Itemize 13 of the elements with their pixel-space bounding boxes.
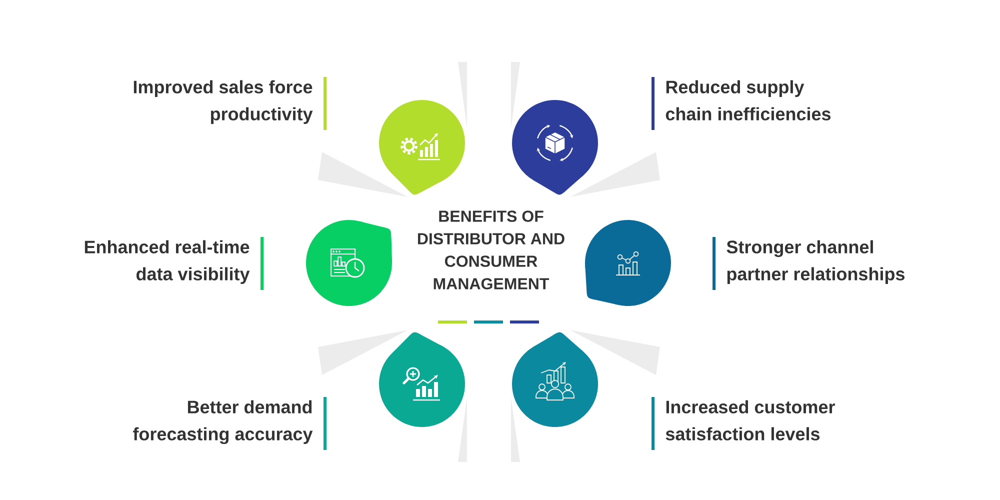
petal-shape (512, 100, 598, 195)
petal-shape (379, 332, 465, 427)
benefit-text: Improved sales force productivity (134, 80, 313, 124)
petal-shape (512, 332, 598, 427)
benefit-text: Enhanced real-time data visibility (84, 240, 250, 284)
title: BENEFITS OF DISTRIBUTOR AND CONSUMER MANAGEMENT (418, 210, 564, 290)
petal-shape (585, 220, 671, 306)
petal-shape (306, 220, 392, 306)
benefit-text: Stronger channel partner relationships (726, 240, 904, 284)
petal-shape (379, 100, 465, 195)
benefit-text: Better demand forecasting accuracy (133, 400, 313, 444)
benefit-text: Increased customer satisfaction levels (666, 400, 835, 440)
benefit-text: Reduced supply chain inefficiencies (666, 80, 831, 120)
